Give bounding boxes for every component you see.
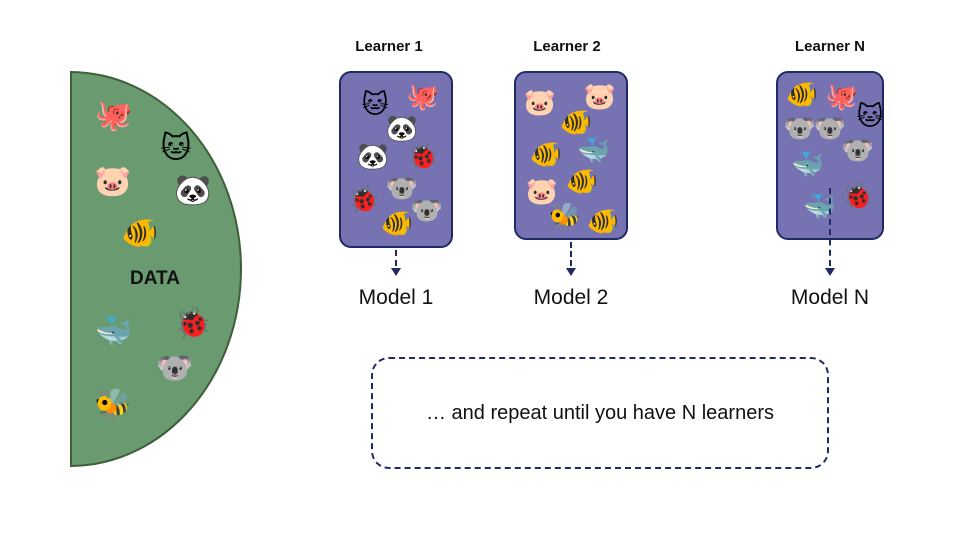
- fish-icon: 🐠: [586, 207, 620, 237]
- bee-icon: 🐝: [548, 202, 582, 232]
- octopus-icon: 🐙: [825, 82, 859, 112]
- fish-icon: 🐠: [529, 140, 563, 170]
- pig-icon: 🐷: [583, 82, 617, 112]
- learner-1-connector: [395, 250, 397, 266]
- whale-icon: 🐳: [791, 150, 825, 180]
- bee-icon: 🐝: [94, 387, 132, 422]
- repeat-note-box: … and repeat until you have N learners: [371, 357, 829, 469]
- ladybug-icon: 🐞: [347, 185, 381, 215]
- panda-icon: 🐼: [174, 173, 212, 208]
- octopus-icon: 🐙: [95, 98, 133, 133]
- model-2-label: Model 2: [533, 286, 609, 309]
- koala-icon: 🐨: [385, 174, 419, 204]
- repeat-note-text: … and repeat until you have N learners: [426, 401, 774, 424]
- pig-icon: 🐷: [94, 164, 132, 199]
- learner-n-arrowhead: [825, 268, 835, 276]
- cat-icon: 🐱: [856, 102, 884, 132]
- learner-2-title: Learner 2: [533, 38, 601, 55]
- whale-icon: 🐳: [577, 136, 611, 166]
- learner-1-box: 🐱 🐙 🐼 🐼 🐞 🐞 🐨 🐨 🐠: [339, 71, 453, 248]
- koala-icon: 🐨: [841, 136, 875, 166]
- koala-icon: 🐨: [410, 196, 444, 226]
- model-1-label: Model 1: [358, 286, 434, 309]
- learner-n-connector: [829, 188, 831, 266]
- whale-icon: 🐳: [95, 314, 133, 349]
- whale-icon: 🐳: [803, 192, 837, 222]
- panda-icon: 🐼: [385, 114, 419, 144]
- ladybug-icon: 🐞: [174, 306, 212, 341]
- data-label: DATA: [130, 268, 180, 289]
- fish-icon: 🐠: [565, 167, 599, 197]
- koala-icon: 🐨: [783, 114, 817, 144]
- ladybug-icon: 🐞: [406, 142, 440, 172]
- fish-icon: 🐠: [380, 209, 414, 239]
- octopus-icon: 🐙: [406, 82, 440, 112]
- koala-icon: 🐨: [156, 351, 194, 386]
- learner-1-title: Learner 1: [355, 38, 423, 55]
- fish-icon: 🐠: [785, 80, 819, 110]
- cat-icon: 🐱: [361, 90, 389, 120]
- cat-icon: 🐱: [160, 131, 192, 166]
- learner-1-arrowhead: [391, 268, 401, 276]
- fish-icon: 🐠: [121, 216, 159, 251]
- koala-icon: 🐨: [813, 114, 847, 144]
- fish-icon: 🐠: [559, 108, 593, 138]
- ladybug-icon: 🐞: [841, 182, 875, 212]
- learner-n-title: Learner N: [794, 38, 866, 55]
- pig-icon: 🐷: [523, 88, 557, 118]
- learner-2-box: 🐷 🐷 🐠 🐠 🐳 🐷 🐠 🐝 🐠: [514, 71, 628, 240]
- panda-icon: 🐼: [356, 142, 390, 172]
- learner-2-arrowhead: [566, 268, 576, 276]
- pig-icon: 🐷: [525, 177, 559, 207]
- model-n-label: Model N: [790, 286, 870, 309]
- learner-2-connector: [570, 242, 572, 266]
